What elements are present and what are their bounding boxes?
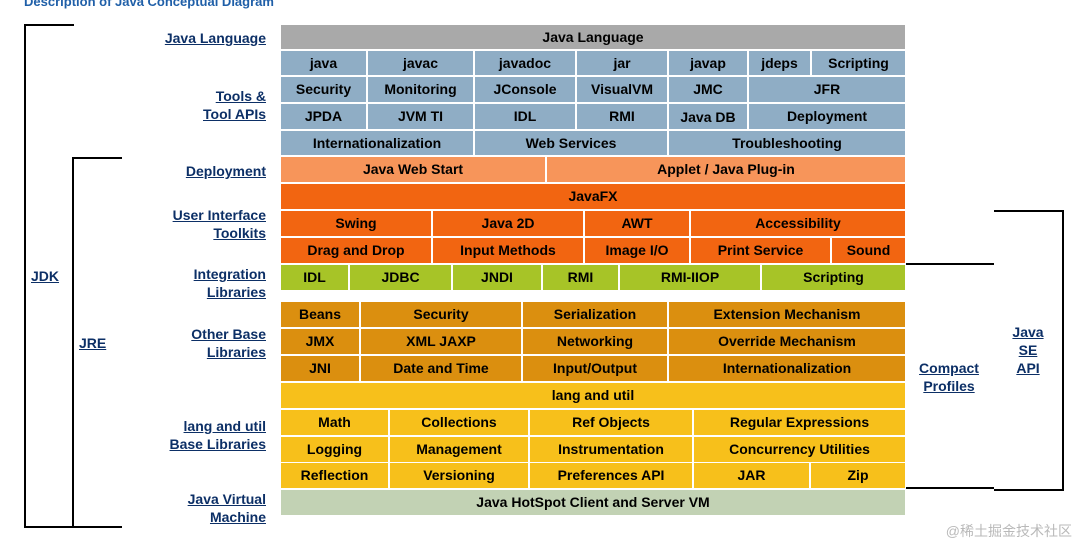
cell-image-io[interactable]: Image I/O bbox=[585, 238, 689, 263]
label-java-language[interactable]: Java Language bbox=[164, 30, 266, 46]
cell-rmi-tool[interactable]: RMI bbox=[577, 104, 667, 129]
cell-print-service[interactable]: Print Service bbox=[691, 238, 830, 263]
cell-javap[interactable]: javap bbox=[669, 51, 747, 75]
cell-concurrency-utilities[interactable]: Concurrency Utilities bbox=[694, 437, 905, 462]
cell-applet-plugin[interactable]: Applet / Java Plug-in bbox=[547, 157, 905, 182]
cell-javac[interactable]: javac bbox=[368, 51, 473, 75]
jre-bracket bbox=[72, 157, 122, 528]
cell-jconsole[interactable]: JConsole bbox=[475, 77, 575, 102]
cell-swing[interactable]: Swing bbox=[281, 211, 431, 236]
javase-line-2: SE bbox=[1018, 342, 1038, 358]
cell-jndi[interactable]: JNDI bbox=[453, 265, 541, 290]
cell-internationalization-base[interactable]: Internationalization bbox=[669, 356, 905, 381]
cell-regular-expressions[interactable]: Regular Expressions bbox=[694, 410, 905, 435]
cell-rmi-iiop[interactable]: RMI-IIOP bbox=[620, 265, 760, 290]
cell-internationalization-tool[interactable]: Internationalization bbox=[281, 131, 473, 155]
cell-reflection[interactable]: Reflection bbox=[281, 463, 388, 488]
cell-extension-mechanism[interactable]: Extension Mechanism bbox=[669, 302, 905, 327]
cell-scripting-integration[interactable]: Scripting bbox=[762, 265, 905, 290]
cell-input-output[interactable]: Input/Output bbox=[523, 356, 667, 381]
cell-xml-jaxp[interactable]: XML JAXP bbox=[361, 329, 521, 354]
javase-line-1: Java bbox=[1012, 324, 1044, 340]
compact-profiles-label: Compact Profiles bbox=[908, 359, 990, 395]
cell-java-db[interactable]: Java DB bbox=[678, 104, 738, 129]
cell-hotspot-vm[interactable]: Java HotSpot Client and Server VM bbox=[281, 490, 905, 515]
cell-versioning[interactable]: Versioning bbox=[390, 463, 528, 488]
cell-management[interactable]: Management bbox=[390, 437, 528, 462]
javase-bracket bbox=[994, 210, 1064, 491]
cell-visualvm[interactable]: VisualVM bbox=[577, 77, 667, 102]
cell-override-mechanism[interactable]: Override Mechanism bbox=[669, 329, 905, 354]
cell-java-db-bg-r bbox=[738, 104, 747, 129]
cell-collections[interactable]: Collections bbox=[390, 410, 528, 435]
cell-logging[interactable]: Logging bbox=[281, 437, 388, 462]
cell-java-language[interactable]: Java Language bbox=[281, 25, 905, 49]
cell-jdbc[interactable]: JDBC bbox=[350, 265, 451, 290]
cell-jar[interactable]: jar bbox=[577, 51, 667, 75]
label-tools-apis[interactable]: Tools &Tool APIs bbox=[203, 88, 266, 122]
compact-line-2: Profiles bbox=[923, 378, 975, 394]
java-se-api-label: Java SE API bbox=[1005, 323, 1051, 377]
cell-troubleshooting[interactable]: Troubleshooting bbox=[669, 131, 905, 155]
cell-preferences-api[interactable]: Preferences API bbox=[530, 463, 692, 488]
jre-label: JRE bbox=[79, 334, 107, 352]
jdk-bracket bbox=[24, 24, 74, 528]
cell-serialization[interactable]: Serialization bbox=[523, 302, 667, 327]
cell-accessibility[interactable]: Accessibility bbox=[691, 211, 905, 236]
compact-line-1: Compact bbox=[919, 360, 979, 376]
cell-javadoc[interactable]: javadoc bbox=[475, 51, 575, 75]
cell-java[interactable]: java bbox=[281, 51, 366, 75]
cell-deployment-tool[interactable]: Deployment bbox=[749, 104, 905, 129]
cell-date-and-time[interactable]: Date and Time bbox=[361, 356, 521, 381]
cell-security-tool[interactable]: Security bbox=[281, 77, 366, 102]
cell-jni[interactable]: JNI bbox=[281, 356, 359, 381]
cell-instrumentation[interactable]: Instrumentation bbox=[530, 437, 692, 462]
cell-java-db-bg bbox=[669, 104, 678, 129]
cell-idl-tool[interactable]: IDL bbox=[475, 104, 575, 129]
diagram-caption: Description of Java Conceptual Diagram bbox=[24, 0, 274, 9]
cell-jpda[interactable]: JPDA bbox=[281, 104, 366, 129]
cell-scripting-tool[interactable]: Scripting bbox=[812, 51, 905, 75]
cell-sound[interactable]: Sound bbox=[832, 238, 905, 263]
cell-math[interactable]: Math bbox=[281, 410, 388, 435]
cell-jvm-ti[interactable]: JVM TI bbox=[368, 104, 473, 129]
cell-zip[interactable]: Zip bbox=[811, 463, 905, 488]
compact-top-line bbox=[906, 263, 994, 265]
javase-line-3: API bbox=[1016, 360, 1040, 376]
cell-jar-lib[interactable]: JAR bbox=[694, 463, 809, 488]
cell-javafx[interactable]: JavaFX bbox=[281, 184, 905, 209]
cell-security-base[interactable]: Security bbox=[361, 302, 521, 327]
cell-networking[interactable]: Networking bbox=[523, 329, 667, 354]
cell-lang-and-util[interactable]: lang and util bbox=[281, 383, 905, 408]
cell-jmc[interactable]: JMC bbox=[669, 77, 747, 102]
javase-bottom-line bbox=[906, 487, 994, 489]
cell-beans[interactable]: Beans bbox=[281, 302, 359, 327]
cell-jmx[interactable]: JMX bbox=[281, 329, 359, 354]
watermark: @稀土掘金技术社区 bbox=[945, 523, 1072, 539]
cell-awt[interactable]: AWT bbox=[585, 211, 689, 236]
cell-monitoring[interactable]: Monitoring bbox=[368, 77, 473, 102]
cell-rmi[interactable]: RMI bbox=[543, 265, 618, 290]
label-deployment[interactable]: Deployment bbox=[185, 163, 266, 179]
cell-jfr[interactable]: JFR bbox=[749, 77, 905, 102]
cell-jdeps[interactable]: jdeps bbox=[749, 51, 810, 75]
cell-idl[interactable]: IDL bbox=[281, 265, 348, 290]
jdk-label: JDK bbox=[31, 267, 60, 285]
cell-ref-objects[interactable]: Ref Objects bbox=[530, 410, 692, 435]
cell-drag-and-drop[interactable]: Drag and Drop bbox=[281, 238, 431, 263]
cell-web-services[interactable]: Web Services bbox=[475, 131, 667, 155]
cell-java-web-start[interactable]: Java Web Start bbox=[281, 157, 545, 182]
cell-java-2d[interactable]: Java 2D bbox=[433, 211, 583, 236]
cell-input-methods[interactable]: Input Methods bbox=[433, 238, 583, 263]
